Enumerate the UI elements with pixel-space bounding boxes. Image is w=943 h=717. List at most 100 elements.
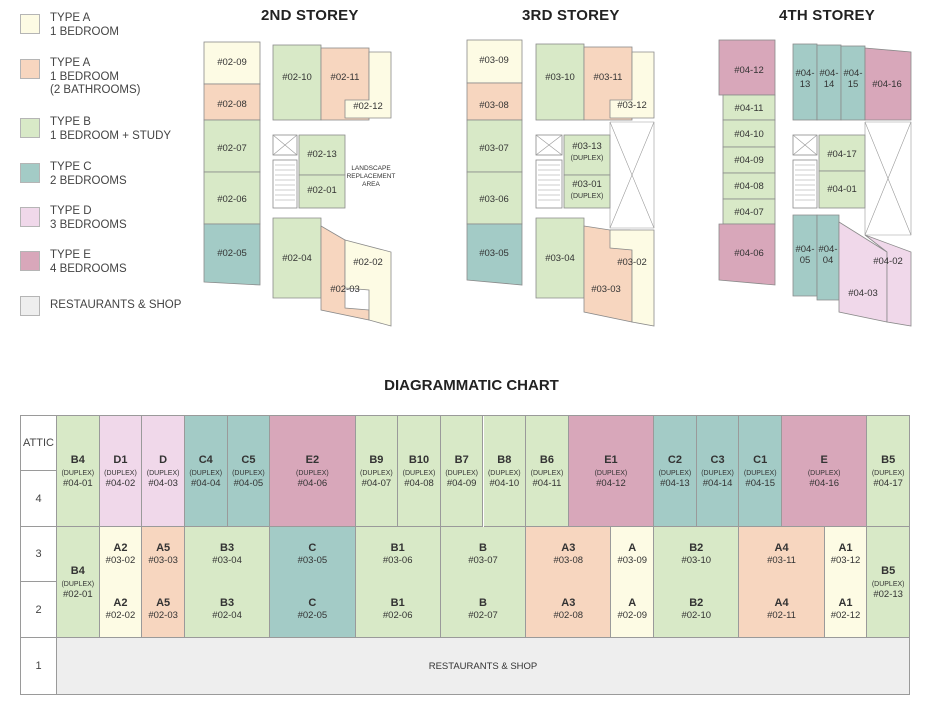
chart-cell-floor2[interactable]: C#02-05 [270, 582, 356, 638]
chart-cell-floor3[interactable]: A5#03-03 [142, 527, 185, 583]
chart-cell-floor2[interactable]: B2#02-10 [654, 582, 740, 638]
chart-cell-floor3[interactable]: A4#03-11 [739, 527, 825, 583]
unit-type-code: C1 [753, 453, 768, 466]
unit-02-10[interactable] [272, 44, 322, 121]
chart-cell-floor3[interactable]: A2#03-02 [99, 527, 143, 583]
unit-04-11[interactable] [722, 94, 776, 121]
unit-type-code: B1 [390, 542, 405, 555]
unit-number: #03-10 [681, 555, 712, 567]
chart-cell-floor2[interactable]: A#02-09 [611, 582, 655, 638]
chart-cell-upper[interactable]: C5(DUPLEX)#04-05 [227, 416, 271, 527]
unit-02-02[interactable] [344, 239, 392, 327]
chart-cell-right-duplex[interactable]: B5(DUPLEX)#02-13 [867, 527, 910, 638]
chart-cell-floor2[interactable]: B#02-07 [440, 582, 527, 638]
legend-label: TYPE B 1 BEDROOM + STUDY [50, 116, 172, 142]
unit-03-09[interactable] [466, 39, 523, 84]
chart-cell-floor2[interactable]: A5#02-03 [142, 582, 185, 638]
chart-cell-upper[interactable]: B8(DUPLEX)#04-10 [483, 416, 527, 527]
unit-number: #02-03 [148, 610, 178, 622]
plan-title-4th: 4TH STOREY [779, 7, 875, 24]
unit-02-12[interactable] [344, 51, 392, 119]
unit-04-12[interactable] [718, 39, 776, 96]
unit-04-06[interactable] [718, 223, 776, 286]
unit-04-10[interactable] [722, 119, 776, 148]
unit-label: #02-12 [353, 101, 383, 112]
legend-label: TYPE C 2 BEDROOMS [50, 161, 127, 187]
unit-number: #03-06 [382, 555, 413, 567]
chart-cell-floor3[interactable]: B1#03-06 [355, 527, 441, 583]
unit-type-code: C5 [241, 453, 256, 466]
unit-type-code: C [308, 542, 317, 555]
chart-cell-floor3[interactable]: B#03-07 [440, 527, 527, 583]
chart-cell-floor3[interactable]: B2#03-10 [654, 527, 740, 583]
floor-label: 4 [21, 471, 57, 527]
chart-cell-floor3[interactable]: A#03-09 [611, 527, 655, 583]
chart-cell-floor3[interactable]: A1#03-12 [824, 527, 868, 583]
duplex-tag: (DUPLEX) [61, 469, 95, 477]
chart-cell-floor3[interactable]: A3#03-08 [526, 527, 612, 583]
chart-cell-floor2[interactable]: B1#02-06 [355, 582, 441, 638]
unit-label: #03-03 [591, 284, 621, 295]
chart-cell-floor2[interactable]: A4#02-11 [739, 582, 825, 638]
chart-cell-upper[interactable]: D(DUPLEX)#04-03 [142, 416, 185, 527]
unit-label: #03-01 [572, 179, 602, 190]
unit-04-02[interactable] [864, 234, 912, 327]
unit-03-05[interactable] [466, 223, 523, 286]
chart-cell-upper[interactable]: D1(DUPLEX)#04-02 [99, 416, 143, 527]
chart-cell-floor2[interactable]: A2#02-02 [99, 582, 143, 638]
unit-label: #04-15 [843, 68, 862, 90]
unit-number: #03-12 [830, 555, 861, 567]
chart-cell-floor2[interactable]: A1#02-12 [824, 582, 868, 638]
unit-02-07[interactable] [203, 119, 261, 173]
unit-02-05[interactable] [203, 223, 261, 286]
unit-03-01[interactable] [563, 174, 611, 209]
unit-04-14[interactable] [816, 44, 842, 121]
unit-03-08[interactable] [466, 82, 523, 121]
chart-cell-floor3[interactable]: B3#03-04 [184, 527, 271, 583]
chart-cell-floor2[interactable]: A3#02-08 [526, 582, 612, 638]
chart-cell-upper[interactable]: B10(DUPLEX)#04-08 [398, 416, 441, 527]
chart-cell-upper[interactable]: B4(DUPLEX)#04-01 [57, 416, 100, 527]
unit-02-01[interactable] [298, 174, 346, 209]
chart-cell-upper[interactable]: B9(DUPLEX)#04-07 [355, 416, 399, 527]
unit-04-03[interactable] [838, 221, 888, 323]
chart-cell-upper[interactable]: C2(DUPLEX)#04-13 [654, 416, 697, 527]
chart-cell-left-duplex[interactable]: B4(DUPLEX)#02-01 [57, 527, 100, 638]
legend-swatch [20, 118, 40, 138]
duplex-tag: (DUPLEX) [296, 469, 329, 477]
unit-label: #04-16 [872, 79, 902, 90]
unit-04-01[interactable] [818, 170, 866, 209]
chart-cell-floor2[interactable]: B3#02-04 [184, 582, 271, 638]
unit-04-17[interactable] [818, 134, 866, 172]
unit-03-12[interactable] [609, 51, 655, 119]
unit-number: #04-12 [596, 477, 626, 489]
chart-cell-upper[interactable]: E1(DUPLEX)#04-12 [568, 416, 655, 527]
unit-number: #04-10 [489, 477, 520, 489]
unit-label: #04-03 [848, 288, 878, 299]
unit-04-13[interactable] [792, 43, 818, 121]
chart-cell-upper[interactable]: E(DUPLEX)#04-16 [782, 416, 868, 527]
chart-cell-upper[interactable]: B5(DUPLEX)#04-17 [867, 416, 910, 527]
unit-04-07[interactable] [722, 198, 776, 225]
chart-cell-upper[interactable]: B6(DUPLEX)#04-11 [526, 416, 569, 527]
unit-03-10[interactable] [535, 43, 585, 121]
unit-03-02[interactable] [609, 229, 655, 327]
unit-04-09[interactable] [722, 146, 776, 174]
chart-cell-upper[interactable]: B7(DUPLEX)#04-09 [440, 416, 484, 527]
unit-02-09[interactable] [203, 41, 261, 85]
chart-cell-upper[interactable]: C1(DUPLEX)#04-15 [739, 416, 783, 527]
shop-label: RESTAURANTS & SHOP [428, 660, 538, 672]
unit-02-06[interactable] [203, 171, 261, 225]
chart-cell-upper[interactable]: E2(DUPLEX)#04-06 [270, 416, 356, 527]
chart-cell-floor3[interactable]: C#03-05 [270, 527, 356, 583]
chart-cell-upper[interactable]: C3(DUPLEX)#04-14 [696, 416, 740, 527]
unit-label: #03-02 [617, 257, 647, 268]
unit-02-08[interactable] [203, 83, 261, 121]
unit-number: #04-01 [63, 477, 93, 489]
unit-03-07[interactable] [466, 119, 523, 173]
chart-cell-upper[interactable]: C4(DUPLEX)#04-04 [184, 416, 228, 527]
unit-type-code: B9 [369, 453, 384, 466]
duplex-label: (DUPLEX) [571, 155, 604, 162]
unit-04-16[interactable] [864, 47, 912, 121]
unit-type-code: A4 [774, 542, 789, 555]
